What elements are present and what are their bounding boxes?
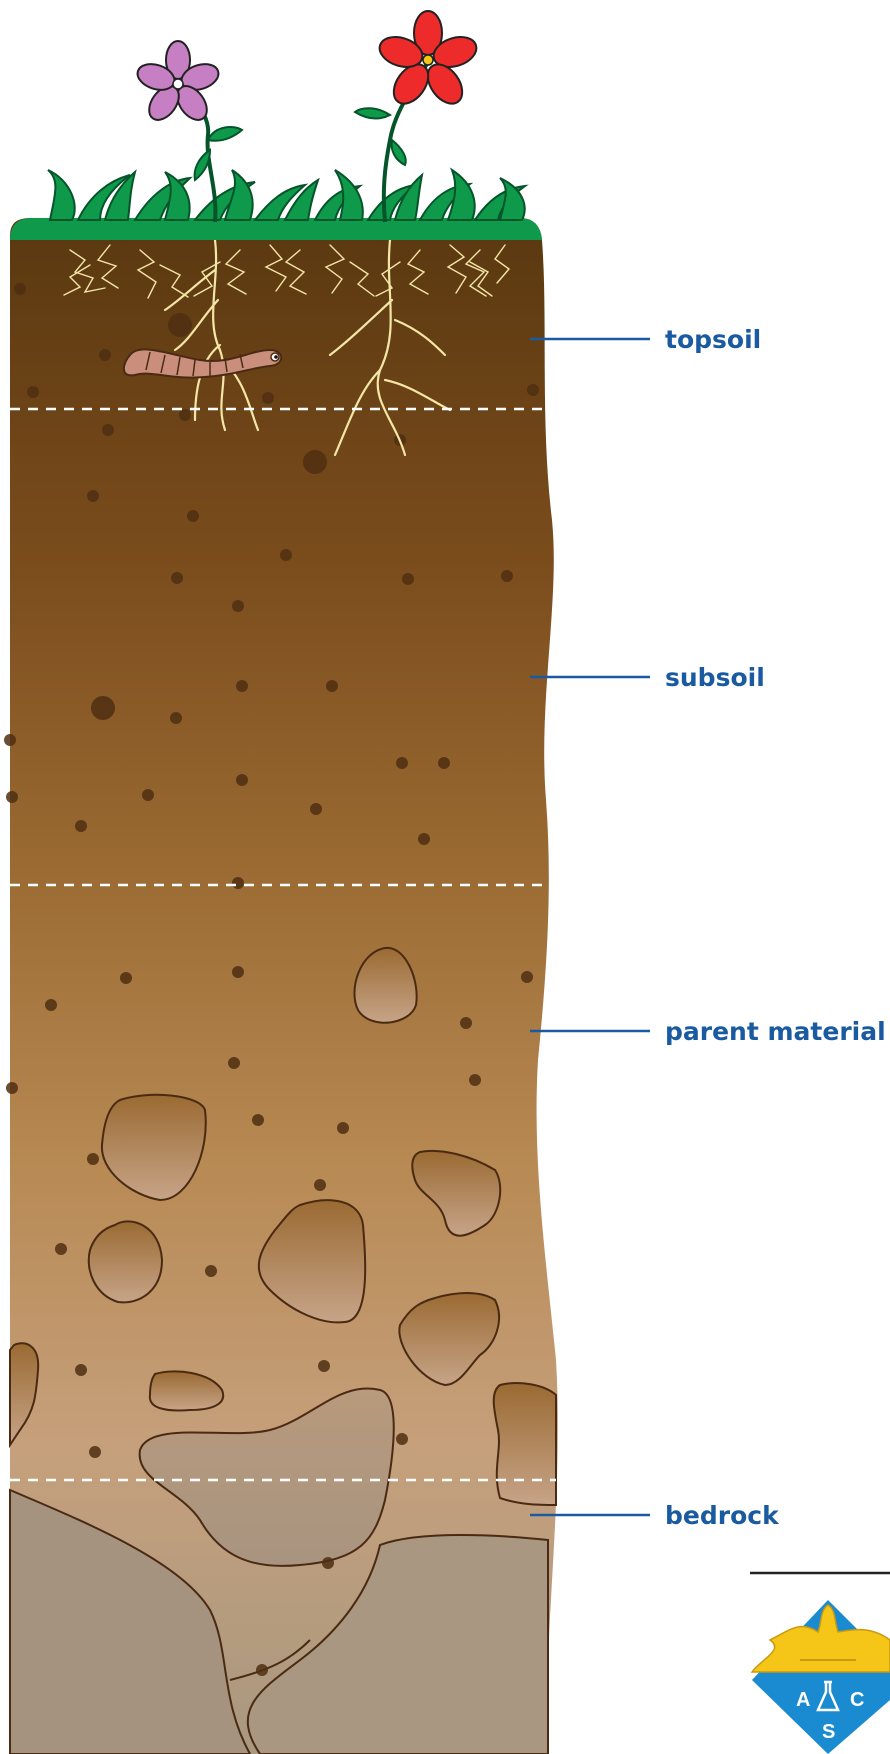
parent-material-label: parent material (665, 1017, 886, 1046)
grass (10, 170, 542, 240)
rock (89, 1221, 162, 1302)
acs-logo: A C S (750, 1573, 890, 1754)
subsoil-label: subsoil (665, 663, 765, 692)
topsoil-label: topsoil (665, 325, 761, 354)
rock (494, 1383, 556, 1505)
logo-letter-c: C (850, 1689, 864, 1711)
logo-letter-a: A (796, 1689, 810, 1711)
logo-letter-s: S (822, 1721, 835, 1743)
bedrock-label: bedrock (665, 1501, 780, 1530)
